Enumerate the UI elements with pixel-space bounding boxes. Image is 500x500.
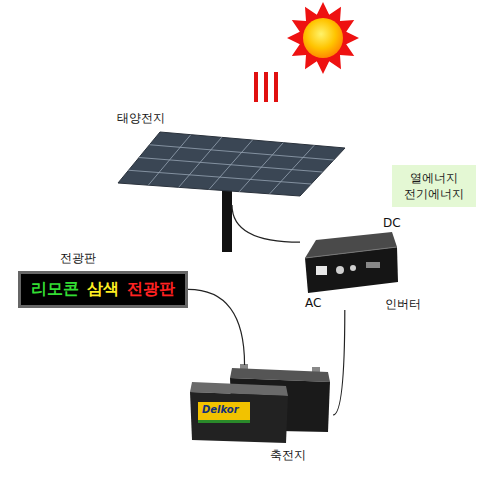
inverter-body xyxy=(305,247,398,293)
battery-badge-stripe xyxy=(198,420,250,423)
inverter-socket xyxy=(316,266,327,275)
panel-grid xyxy=(129,135,334,194)
sign-word: 리모콘 xyxy=(31,279,79,300)
light-ray xyxy=(254,72,258,102)
part-label: 태양전지 xyxy=(117,110,165,127)
sun-rays xyxy=(287,2,359,74)
energy-note-node: 열에너지 전기에너지 xyxy=(392,165,476,207)
led-sign-node: 전광판리모콘삼색전광판 xyxy=(18,250,188,308)
light-ray xyxy=(264,72,268,102)
inverter-knob xyxy=(336,266,344,274)
brand-logo: Delkor xyxy=(202,404,239,415)
battery-node: 축전지 xyxy=(188,365,333,465)
inverter-edge xyxy=(305,247,397,258)
solar-panel xyxy=(118,132,345,196)
inverter-knob xyxy=(350,265,356,271)
part-label: 축전지 xyxy=(270,447,306,464)
inverter-switch xyxy=(366,262,380,268)
port-label-wrap: AC xyxy=(305,296,321,310)
sign-heading: 전광판 xyxy=(60,250,96,267)
wire xyxy=(232,205,300,242)
light-ray xyxy=(274,72,278,102)
brand-logo-wrap: Delkor xyxy=(202,404,239,415)
wire xyxy=(188,289,245,365)
note-text: 열에너지 전기에너지 xyxy=(398,170,470,202)
part-label: 인버터 xyxy=(385,296,421,313)
panel-pole xyxy=(222,186,232,252)
battery-badge xyxy=(198,402,250,420)
port-label: AC xyxy=(305,296,321,310)
solar-panel-node: 태양전지 xyxy=(115,100,232,252)
sign-board: 리모콘 삼색 전광판 xyxy=(18,271,188,308)
sign-word: 전광판 xyxy=(127,279,175,300)
wire xyxy=(333,310,345,415)
port-label-wrap: DC xyxy=(383,216,401,230)
battery-body xyxy=(190,392,288,443)
port-label: DC xyxy=(383,216,401,230)
sun-core xyxy=(303,18,343,58)
sign-word: 삼색 xyxy=(87,279,119,300)
